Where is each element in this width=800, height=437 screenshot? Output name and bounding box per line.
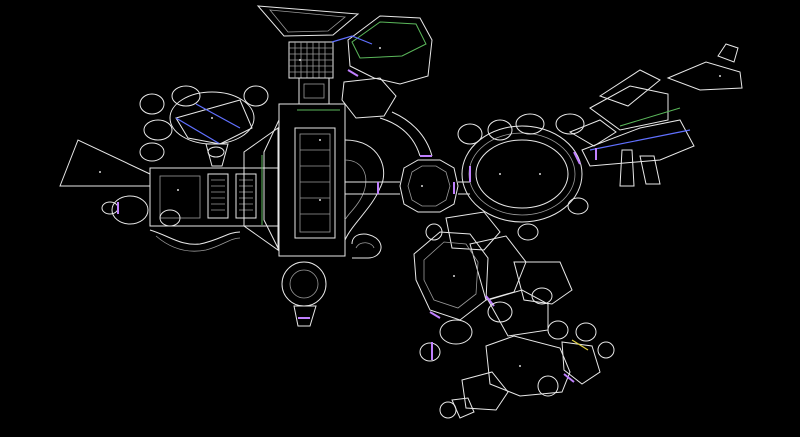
east-ring [457,113,589,223]
central-corridor [345,159,470,213]
west-wing [59,127,279,251]
south-east-cluster [419,322,615,419]
west-upper-hub [139,85,269,167]
map-things [99,47,721,367]
south-pod [281,233,382,327]
central-fortress [263,103,385,257]
north-east-caves [331,15,433,119]
north-link [379,111,433,157]
west-lower-caves [101,195,241,252]
south-central-caves [413,211,573,345]
north-grid-room [288,41,334,105]
north-trapezoid-room [256,5,360,37]
east-spine [568,43,743,187]
